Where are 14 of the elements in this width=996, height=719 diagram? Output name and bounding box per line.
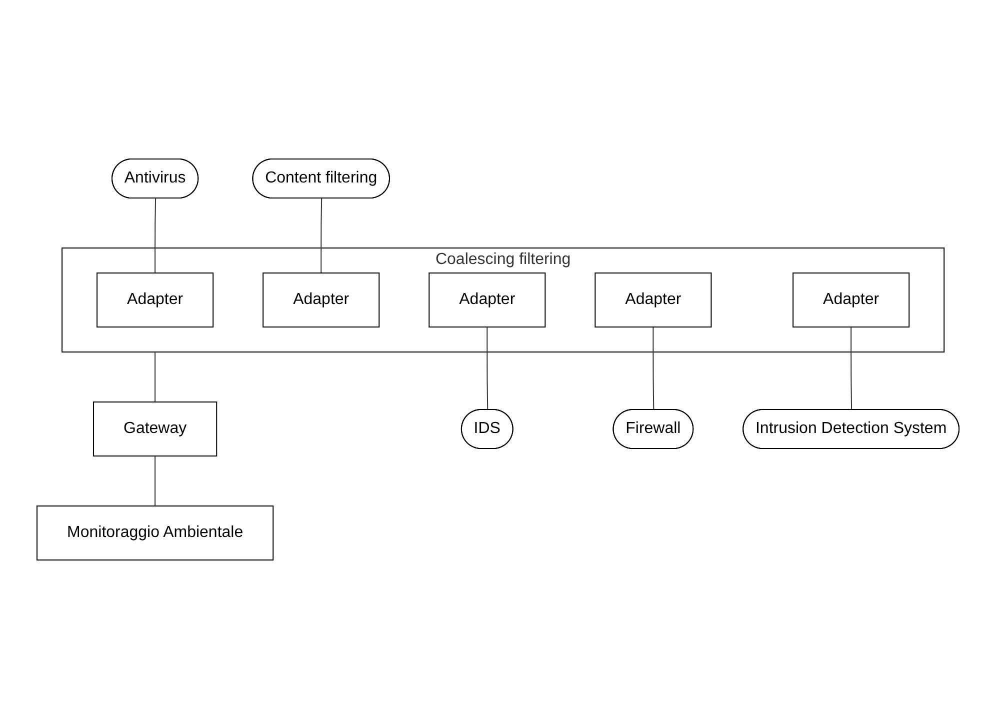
node-box: Adapter	[428, 272, 546, 328]
node-box: Adapter	[594, 272, 712, 328]
node-box: Monitoraggio Ambientale	[36, 505, 274, 560]
node-box: Adapter	[96, 272, 214, 328]
connector	[154, 198, 156, 274]
connector	[652, 326, 654, 410]
connector	[486, 326, 488, 410]
connector	[320, 198, 322, 274]
node-box: Adapter	[792, 272, 910, 328]
connector	[154, 352, 156, 402]
node-box: Gateway	[92, 402, 218, 456]
connector	[154, 456, 156, 506]
connector	[850, 326, 852, 410]
node-box: Adapter	[262, 272, 380, 328]
